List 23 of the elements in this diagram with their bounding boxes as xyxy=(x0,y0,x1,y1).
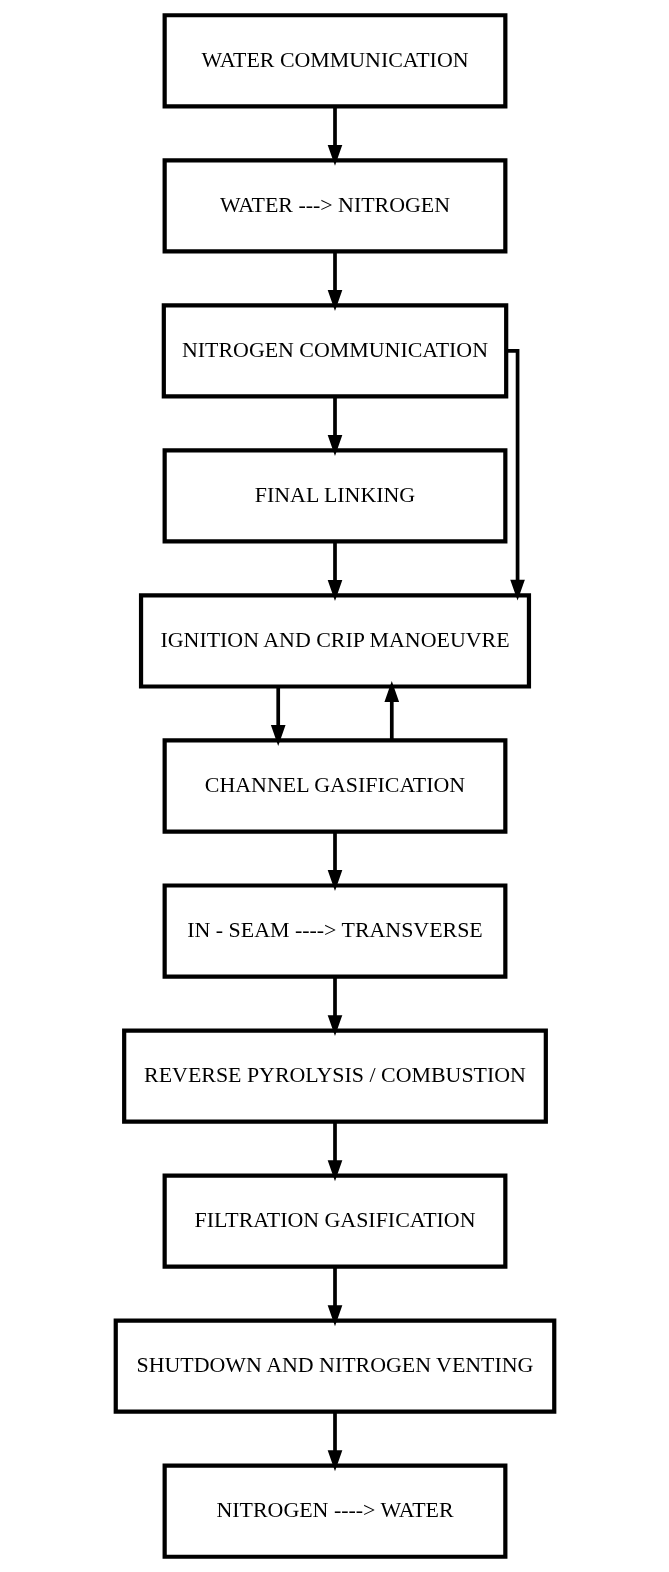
arrow xyxy=(327,1267,342,1327)
arrow xyxy=(327,976,342,1037)
node-box: CHANNEL GASIFICATION xyxy=(162,738,507,834)
node-box: SHUTDOWN AND NITROGEN VENTING xyxy=(113,1318,556,1414)
arrow xyxy=(327,396,342,456)
arrow xyxy=(327,1412,342,1472)
arrow xyxy=(383,680,399,741)
arrow xyxy=(506,349,525,601)
node-box: WATER COMMUNICATION xyxy=(162,13,507,109)
arrow xyxy=(327,1122,342,1182)
node-box: NITROGEN ----> WATER xyxy=(162,1463,507,1559)
arrow xyxy=(327,831,342,892)
node-box: IGNITION AND CRIP MANOEUVRE xyxy=(138,593,531,689)
node-box: WATER ---> NITROGEN xyxy=(162,158,507,254)
node-box: FILTRATION GASIFICATION xyxy=(162,1173,507,1269)
arrow xyxy=(327,106,342,166)
node-box: FINAL LINKING xyxy=(162,448,507,544)
node-box: NITROGEN COMMUNICATION xyxy=(161,303,508,399)
arrow xyxy=(270,686,286,747)
node-box: REVERSE PYROLYSIS / COMBUSTION xyxy=(121,1028,548,1124)
node-box: IN - SEAM ----> TRANSVERSE xyxy=(162,883,507,979)
arrow xyxy=(327,541,342,601)
arrow xyxy=(327,251,342,311)
